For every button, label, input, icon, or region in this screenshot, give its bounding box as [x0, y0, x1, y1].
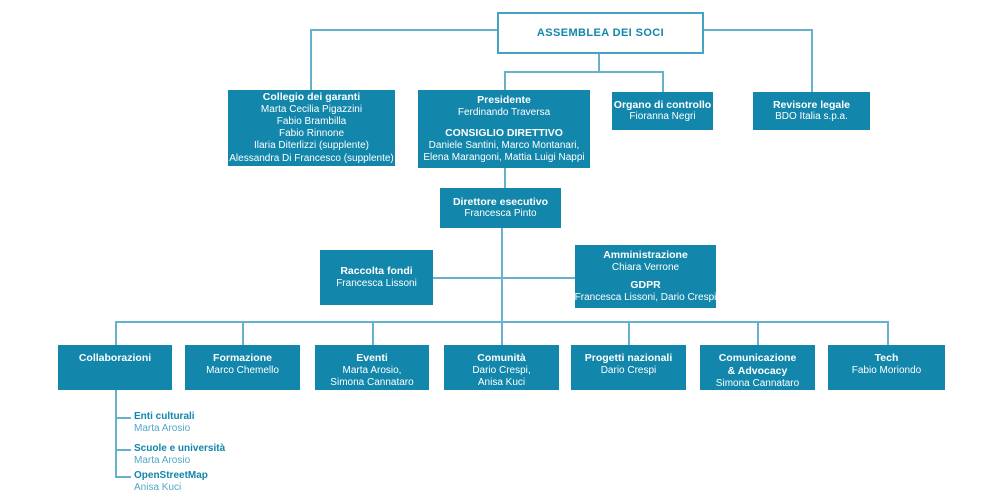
org-box-amministrazione-gdpr: Amministrazione Chiara Verrone GDPR Fran… [575, 245, 716, 308]
member-name: Fabio Brambilla [276, 116, 347, 128]
box-title: Eventi [356, 352, 388, 364]
member-name: Dario Crespi [600, 364, 657, 376]
connector-line [757, 321, 759, 345]
box-title: Collegio dei garanti [262, 91, 361, 104]
member-name: Fabio Rinnone [278, 128, 345, 140]
org-box-collaborazioni: Collaborazioni [58, 345, 172, 390]
sub-item-name: Anisa Kuci [134, 482, 182, 493]
sub-item-scuole-e-universita: Scuole e università Marta Arosio [134, 443, 225, 467]
connector-line [501, 277, 575, 279]
member-name: Marta Arosio, [342, 364, 402, 376]
connector-line [115, 417, 131, 419]
connector-line [811, 29, 813, 92]
box-title: Revisore legale [772, 98, 851, 111]
box-title: Presidente [477, 93, 531, 106]
sub-item-name: Marta Arosio [134, 455, 191, 466]
member-name: Francesca Lissoni, Dario Crespi [574, 291, 717, 303]
box-title: Comunicazione [718, 352, 797, 364]
org-box-tech: Tech Fabio Moriondo [828, 345, 945, 390]
org-box-revisore-legale: Revisore legale BDO Italia s.p.a. [753, 92, 870, 130]
connector-line [115, 449, 131, 451]
connector-line [115, 321, 888, 323]
member-name: Fioranna Negri [629, 111, 696, 123]
box-title: Raccolta fondi [340, 265, 413, 277]
org-box-eventi: Eventi Marta Arosio, Simona Cannataro [315, 345, 429, 390]
sub-item-title: Scuole e università [134, 443, 226, 454]
member-name: Alessandra Di Francesco (supplente) [229, 152, 394, 164]
sub-item-title: Enti culturali [134, 411, 195, 422]
connector-line [501, 228, 503, 345]
connector-line [310, 29, 312, 90]
connector-line [504, 168, 506, 188]
member-name: Simona Cannataro [330, 376, 414, 388]
member-name: Simona Cannataro [715, 377, 800, 389]
sub-item-name: Marta Arosio [134, 423, 191, 434]
connector-line [700, 29, 812, 31]
member-name: Fabio Moriondo [851, 364, 922, 376]
org-box-collegio-dei-garanti: Collegio dei garanti Marta Cecilia Pigaz… [228, 90, 395, 166]
box-title: Tech [874, 352, 899, 364]
sub-item-enti-culturali: Enti culturali Marta Arosio [134, 411, 195, 435]
member-name: Daniele Santini, Marco Montanari, [428, 139, 580, 151]
org-box-direttore-esecutivo: Direttore esecutivo Francesca Pinto [440, 188, 561, 228]
org-box-presidente-consiglio-direttivo: Presidente Ferdinando Traversa CONSIGLIO… [418, 90, 590, 168]
connector-line [887, 321, 889, 345]
box-title-line2: & Advocacy [727, 364, 788, 377]
member-name: Marco Chemello [206, 364, 279, 376]
box-title: Progetti nazionali [584, 352, 673, 364]
member-name: Anisa Kuci [477, 376, 526, 388]
connector-line [115, 476, 131, 478]
box-title: Organo di controllo [613, 98, 712, 111]
box-title: Collaborazioni [78, 352, 152, 364]
connector-line [372, 321, 374, 345]
connector-line [598, 50, 600, 71]
org-box-raccolta-fondi: Raccolta fondi Francesca Lissoni [320, 250, 433, 305]
member-name: Ilaria Diterlizzi (supplente) [253, 140, 370, 152]
box-title: Formazione [213, 352, 272, 364]
org-box-comunicazione-advocacy: Comunicazione & Advocacy Simona Cannatar… [700, 345, 815, 390]
member-name: Elena Marangoni, Mattia Luigi Nappi [423, 151, 585, 163]
connector-line [504, 71, 506, 90]
connector-line [115, 390, 117, 477]
org-box-comunita: Comunità Dario Crespi, Anisa Kuci [444, 345, 559, 390]
box-subtitle: CONSIGLIO DIRETTIVO [445, 126, 563, 139]
connector-line [242, 321, 244, 345]
org-box-formazione: Formazione Marco Chemello [185, 345, 300, 390]
member-name: Dario Crespi, [472, 364, 531, 376]
connector-line [115, 321, 117, 345]
org-box-progetti-nazionali: Progetti nazionali Dario Crespi [571, 345, 686, 390]
box-title: Amministrazione [603, 249, 688, 262]
member-name: Francesca Lissoni [336, 277, 417, 289]
connector-line [628, 321, 630, 345]
box-title: Comunità [477, 352, 526, 364]
sub-item-openstreetmap: OpenStreetMap Anisa Kuci [134, 470, 208, 494]
org-box-organo-di-controllo: Organo di controllo Fioranna Negri [612, 92, 713, 130]
member-name: Francesca Pinto [464, 208, 537, 220]
box-subtitle: GDPR [630, 279, 661, 291]
connector-line [433, 277, 501, 279]
member-name: BDO Italia s.p.a. [775, 111, 848, 123]
connector-line [504, 71, 663, 73]
org-box-assemblea-dei-soci: ASSEMBLEA DEI SOCI [497, 12, 704, 54]
sub-item-title: OpenStreetMap [134, 470, 208, 481]
box-title: Direttore esecutivo [452, 195, 549, 208]
connector-line [310, 29, 497, 31]
member-name: Ferdinando Traversa [457, 106, 551, 118]
connector-line [662, 71, 664, 92]
box-title: ASSEMBLEA DEI SOCI [536, 27, 665, 39]
member-name: Chiara Verrone [611, 261, 680, 273]
member-name: Marta Cecilia Pigazzini [260, 103, 363, 115]
